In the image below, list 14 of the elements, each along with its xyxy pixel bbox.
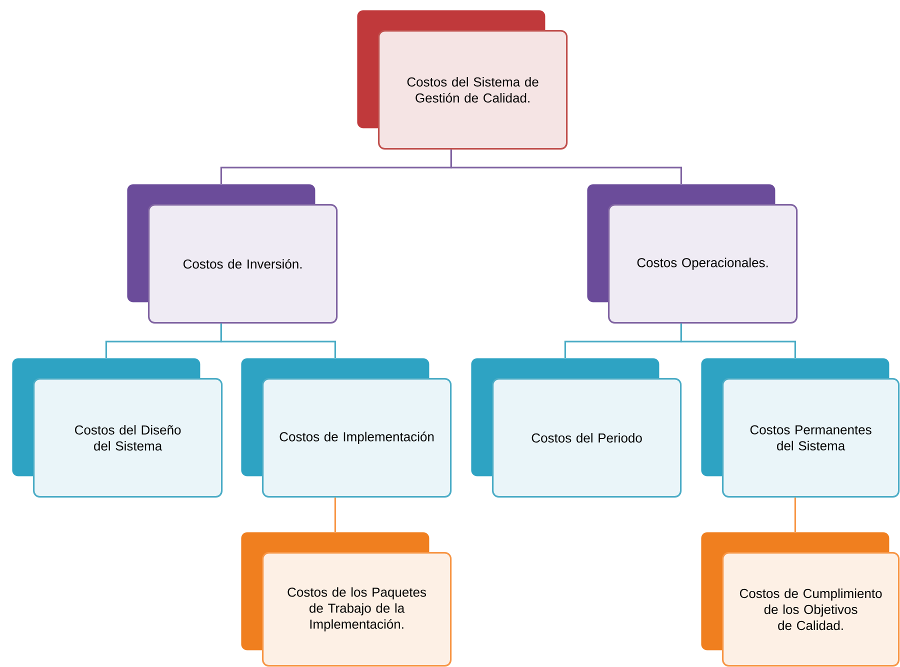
cost-box: Costos del Periodo bbox=[471, 358, 682, 498]
cost-box: Costos del Diseño del Sistema bbox=[12, 358, 223, 498]
connector-line bbox=[334, 498, 336, 532]
connector-line bbox=[220, 324, 336, 358]
cost-box: Costos de Inversión. bbox=[127, 184, 338, 324]
connector-line bbox=[794, 498, 796, 532]
cost-box: Costos de Implementación bbox=[241, 358, 452, 498]
cost-box: Costos Operacionales. bbox=[587, 184, 798, 324]
cost-box: Costos de Cumplimiento de los Objetivos de Calidad. bbox=[701, 532, 900, 667]
cost-box: Costos Permanentes del Sistema bbox=[701, 358, 900, 498]
cost-box: Costos del Sistema de Gestión de Calidad. bbox=[357, 10, 568, 150]
connector-line bbox=[680, 324, 796, 358]
connector-line bbox=[450, 150, 682, 184]
cost-box: Costos de los Paquetes de Trabajo de la Implementación. bbox=[241, 532, 452, 667]
